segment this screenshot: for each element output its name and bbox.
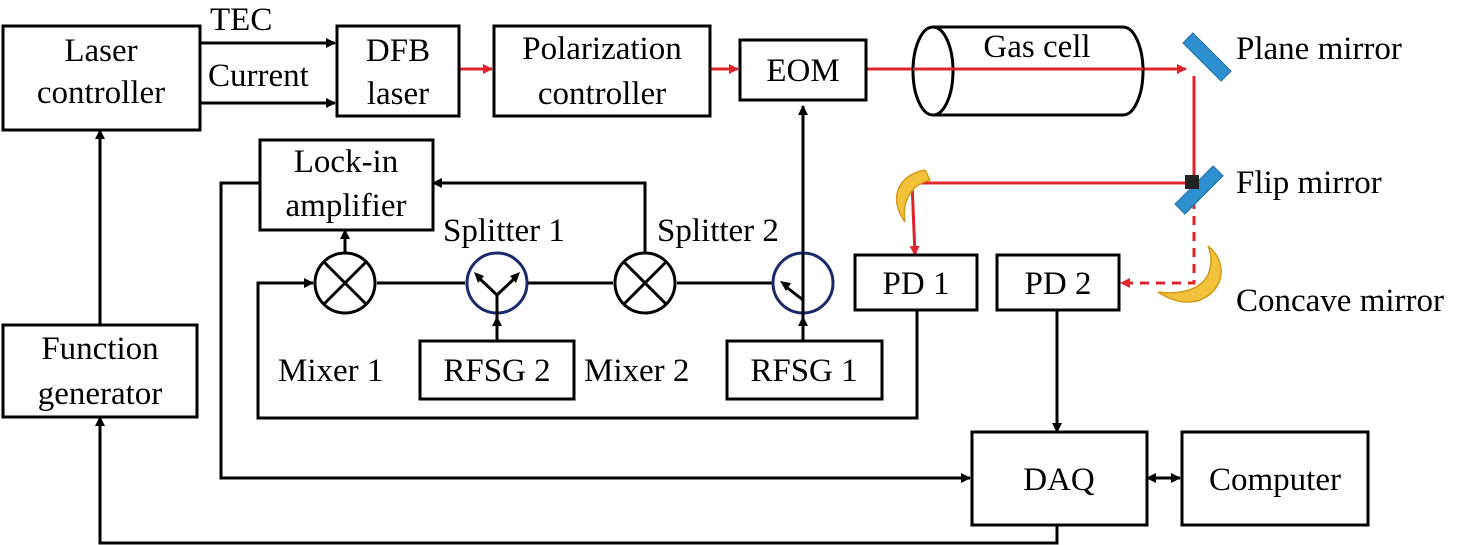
tec-label: TEC [210, 2, 272, 38]
concave-mirror-left [895, 169, 932, 223]
lockin-to-daq-line [219, 181, 971, 483]
mixer-2 [613, 251, 677, 315]
laser-controller-label-2: controller [37, 75, 165, 111]
computer-block: Computer [1180, 430, 1370, 527]
gas-cell: Gas cell [911, 25, 1145, 117]
mixer-2-label: Mixer 2 [584, 353, 689, 389]
flip-mirror-label: Flip mirror [1236, 165, 1382, 201]
computer-label: Computer [1209, 462, 1341, 498]
rfsg-1-label: RFSG 1 [750, 353, 857, 389]
concave-mirror-right [1157, 245, 1222, 303]
polarization-controller-block: Polarization controller [492, 24, 712, 118]
flip-mirror-hinge [1185, 175, 1199, 189]
splitter-2 [771, 251, 835, 317]
plane-mirror [1182, 32, 1232, 82]
eom-block: EOM [738, 38, 868, 102]
pd1-to-mixer1-line [256, 278, 919, 420]
laser-controller-block: Laser controller [1, 24, 202, 132]
mixer-1-label: Mixer 1 [278, 353, 383, 389]
daq-to-fg-line [95, 416, 1059, 545]
daq-label: DAQ [1023, 462, 1095, 498]
flip-mirror [1174, 165, 1224, 215]
rfsg-2-label: RFSG 2 [443, 353, 550, 389]
lock-in-amplifier-block: Lock-in amplifier [258, 138, 435, 232]
current-label: Current [208, 58, 309, 94]
pd-2-label: PD 2 [1025, 266, 1092, 302]
pd-1-block: PD 1 [853, 253, 979, 312]
plane-mirror-label: Plane mirror [1236, 31, 1402, 67]
lockin-label-1: Lock-in [294, 144, 398, 180]
pd-2-block: PD 2 [995, 253, 1121, 312]
pd-1-label: PD 1 [883, 266, 950, 302]
rfsg-2-block: RFSG 2 [418, 339, 576, 401]
concave-mirror-label: Concave mirror [1236, 283, 1444, 319]
function-generator-block: Function generator [1, 323, 199, 419]
beam-flip-to-pd1 [909, 181, 1190, 256]
daq-block: DAQ [970, 430, 1149, 527]
eom-label: EOM [766, 53, 839, 89]
function-generator-label-2: generator [38, 376, 163, 412]
dfb-laser-block: DFB laser [335, 24, 461, 118]
function-generator-label-1: Function [41, 331, 158, 367]
lockin-label-2: amplifier [286, 188, 407, 224]
mixer-1 [313, 251, 377, 315]
splitter-2-label: Splitter 2 [657, 213, 779, 249]
gas-cell-label: Gas cell [983, 29, 1090, 65]
polarization-label-1: Polarization [522, 31, 681, 67]
beam-dashed-to-pd2 [1120, 200, 1196, 288]
rfsg-1-block: RFSG 1 [725, 339, 884, 401]
splitter-1 [465, 251, 529, 317]
splitter-1-label: Splitter 1 [443, 213, 565, 249]
dfb-label-2: laser [367, 76, 429, 112]
laser-controller-label-1: Laser [64, 33, 137, 69]
mixer2-to-lockin-arrow [432, 178, 647, 253]
polarization-label-2: controller [538, 76, 666, 112]
dfb-label-1: DFB [366, 33, 430, 69]
